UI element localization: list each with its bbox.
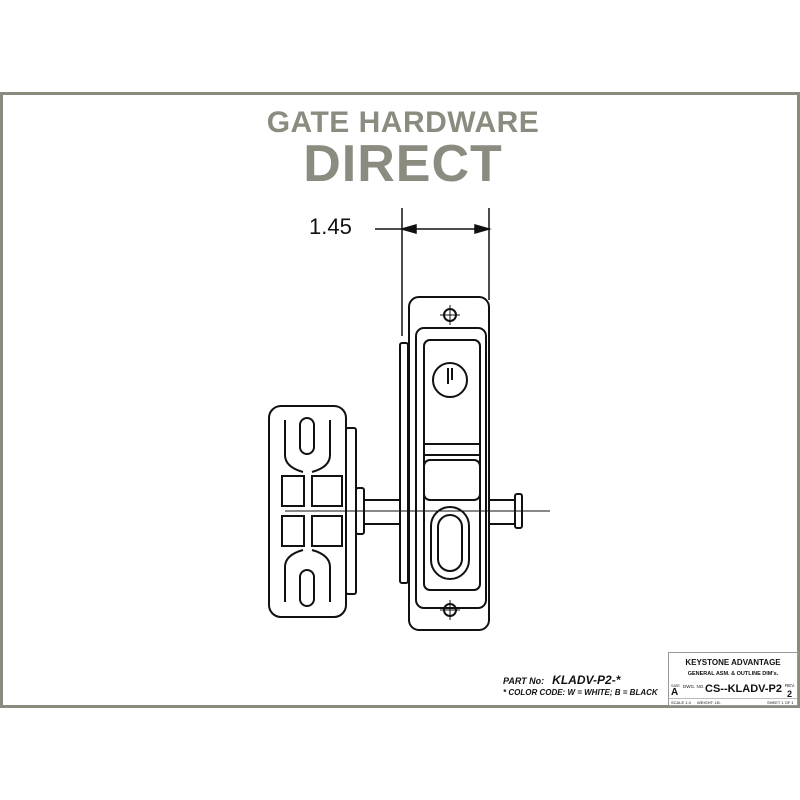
scale: SCALE 1:4	[671, 700, 691, 705]
title-block-footer: SCALE 1:4 WEIGHT: LB. SHEET 1 OF 1	[669, 698, 797, 706]
title-block: KEYSTONE ADVANTAGE GENERAL ASM. & OUTLIN…	[668, 652, 798, 706]
rev-value: 2	[787, 689, 793, 699]
drawing-frame	[0, 92, 800, 708]
knob	[268, 405, 357, 618]
logo-line1: GATE HARDWARE	[266, 106, 540, 139]
spindle	[285, 487, 550, 535]
dimension-lines	[375, 208, 492, 336]
company-name: KEYSTONE ADVANTAGE	[685, 658, 781, 667]
logo-line2: DIRECT	[303, 135, 503, 193]
part-number: KLADV-P2-*	[552, 673, 621, 687]
part-label: PART No:	[503, 676, 545, 686]
dwg-number: CS--KLADV-P2	[705, 683, 783, 695]
dimension-label: 1.45	[309, 214, 352, 239]
rev-label: REV.	[785, 683, 796, 688]
part-number-note: PART No: KLADV-P2-*	[503, 673, 620, 687]
dwg-label: DWG. NO.	[683, 684, 705, 689]
color-code-note: * COLOR CODE: W = WHITE; B = BLACK	[503, 688, 658, 697]
lock-body	[399, 296, 490, 631]
weight: WEIGHT: LB.	[697, 700, 721, 705]
size-label: SIZE	[671, 683, 680, 688]
sheet: SHEET 1 OF 1	[767, 700, 794, 705]
drawing-description: GENERAL ASM. & OUTLINE DIM's.	[687, 671, 779, 677]
size-value: A	[671, 687, 679, 698]
